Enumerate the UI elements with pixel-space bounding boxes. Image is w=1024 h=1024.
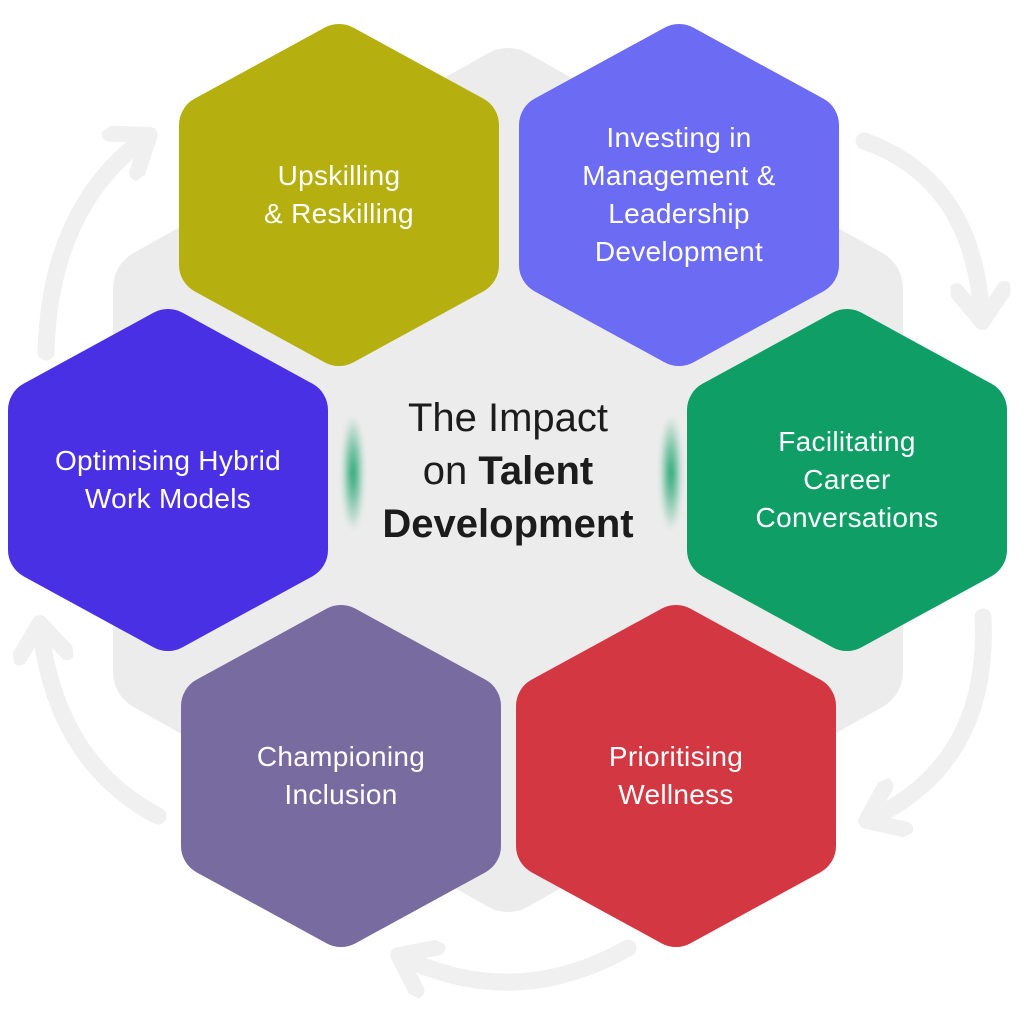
hexagon-label: Facilitating Career Conversations: [755, 425, 939, 534]
title-line-3: Development: [382, 501, 634, 546]
hexagon-championing-inclusion: Championing Inclusion: [181, 601, 501, 951]
hexagon-shape: [8, 309, 328, 651]
hexagon-label: Prioritising Wellness: [608, 740, 744, 810]
cycle-arrow-top-left: [37, 136, 148, 361]
hexagon-shape: [179, 24, 499, 366]
hexagon-shape: [516, 605, 836, 947]
center-title: The Impact on Talent Development: [358, 392, 658, 550]
hexagon-facilitating-career-conversations: Facilitating Career Conversations: [687, 305, 1007, 655]
cycle-arrow-bottom-left: [40, 625, 167, 825]
cycle-arrow-bottom-right: [868, 608, 992, 820]
hexagon-shape: [519, 24, 839, 366]
cycle-arrow-top-right: [855, 132, 982, 320]
title-line-2: on Talent: [422, 448, 594, 493]
cycle-arrow-bottom-center: [400, 939, 637, 982]
title-line-1: The Impact: [407, 396, 609, 440]
hexagon-label: Investing in Management & Leadership Dev…: [582, 121, 776, 268]
hexagon-shape: [181, 605, 501, 947]
hexagon-investing-management-leadership: Investing in Management & Leadership Dev…: [519, 20, 839, 370]
title-bold-talent: Talent: [478, 448, 594, 493]
hexagon-shape: [687, 309, 1007, 651]
right-accent-glow: [656, 394, 686, 552]
hexagon-label: Optimising Hybrid Work Models: [54, 444, 282, 514]
hexagon-label: Championing Inclusion: [256, 740, 426, 810]
hexagon-upskilling-reskilling: Upskilling & Reskilling: [179, 20, 499, 370]
hexagon-label: Upskilling & Reskilling: [264, 159, 414, 229]
hexagon-optimising-hybrid-work: Optimising Hybrid Work Models: [8, 305, 328, 655]
hexagon-prioritising-wellness: Prioritising Wellness: [516, 601, 836, 951]
left-accent-glow: [338, 394, 368, 552]
